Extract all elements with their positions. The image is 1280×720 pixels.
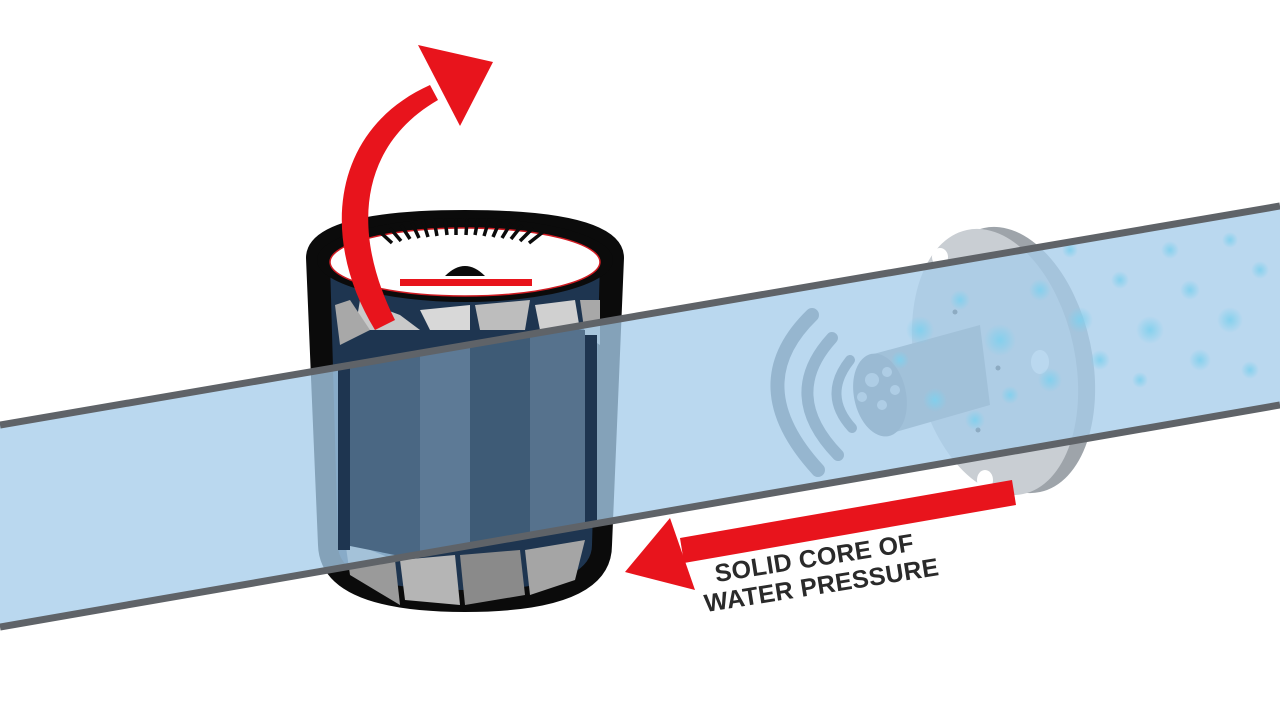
flow-arrow-icon [625, 480, 1016, 590]
dial-needle [400, 279, 532, 286]
water-pipe [0, 202, 1280, 631]
rotation-arrow-icon [341, 45, 493, 330]
